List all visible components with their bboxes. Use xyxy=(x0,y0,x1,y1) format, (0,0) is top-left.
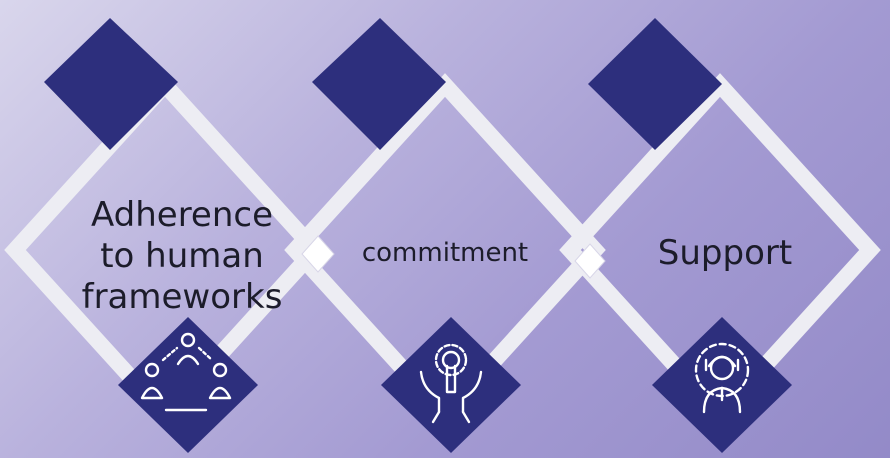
connector-diamond-2 xyxy=(574,243,606,279)
icon-square-1 xyxy=(118,317,258,453)
top-square-2 xyxy=(312,18,446,150)
gear-wrench-hands-icon xyxy=(419,343,483,424)
connector-diamond-1 xyxy=(301,235,335,273)
item-label-commitment: commitment xyxy=(361,238,529,268)
icon-square-3 xyxy=(652,317,792,453)
top-square-3 xyxy=(588,18,722,150)
icon-square-2 xyxy=(381,317,521,453)
top-square-1 xyxy=(44,18,178,150)
team-network-icon xyxy=(140,332,232,412)
support-agent-gear-icon xyxy=(694,342,750,414)
item-label-support: Support xyxy=(657,233,793,273)
item-label-adherence: Adherence to human frameworks xyxy=(81,195,283,317)
